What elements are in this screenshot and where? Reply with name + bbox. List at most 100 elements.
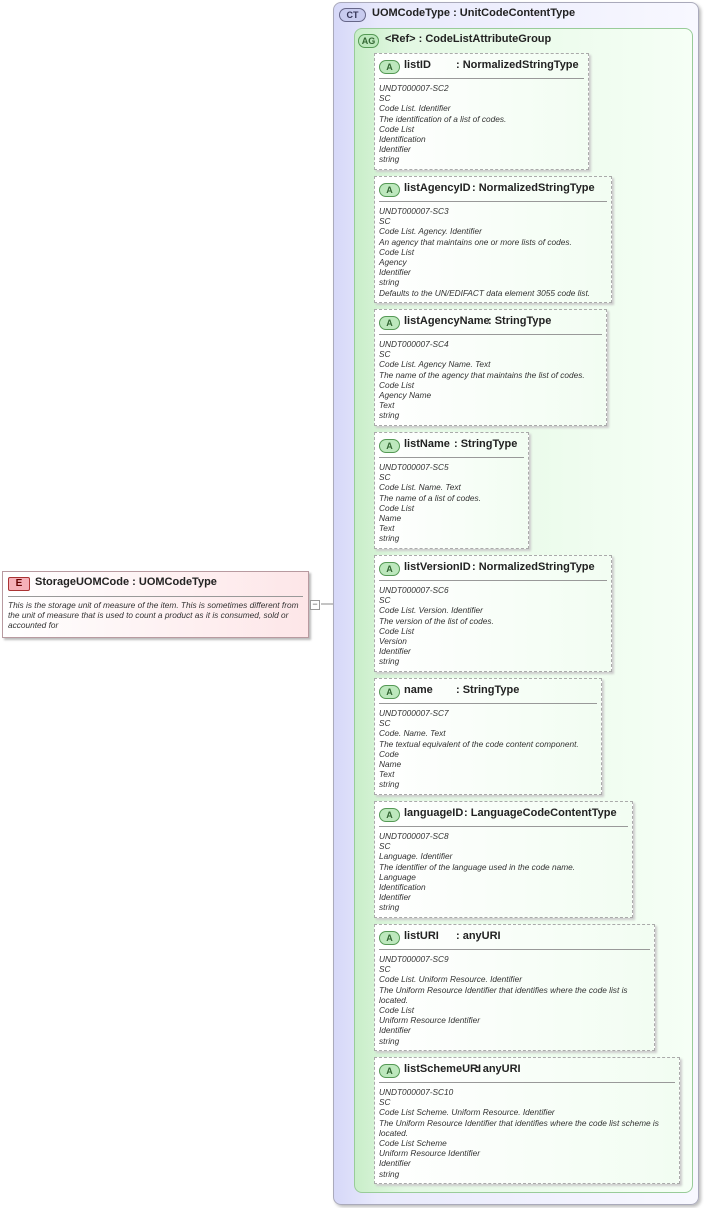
attribute-detail-line: Code List. Agency Name. Text xyxy=(379,359,491,370)
element-badge: E xyxy=(8,577,30,591)
attribute-detail-line: string xyxy=(379,779,400,790)
attribute-divider xyxy=(379,78,584,79)
attribute-detail-line: Code List xyxy=(379,625,415,636)
attribute-type: : StringType xyxy=(488,315,552,327)
attribute-divider xyxy=(379,826,628,827)
attribute-detail-line: Identifier xyxy=(379,1158,411,1169)
attribute-detail-line: Identifier xyxy=(379,646,411,657)
attribute-detail-line: The textual equivalent of the code conte… xyxy=(379,738,579,749)
attribute-name: name xyxy=(404,684,433,696)
attribute-detail-line: Code List. Identifier xyxy=(379,103,451,114)
attribute-detail-line: Identifier xyxy=(379,144,411,155)
attribute-type: : NormalizedStringType xyxy=(472,182,595,194)
complex-type-title: UOMCodeType : UnitCodeContentType xyxy=(372,7,576,19)
attribute-detail-line: Code List xyxy=(379,246,415,257)
attribute-detail-line: Agency Name xyxy=(379,390,432,401)
attribute-group-title: <Ref> : CodeListAttributeGroup xyxy=(385,33,552,45)
attribute-detail-line: Uniform Resource Identifier xyxy=(379,1015,480,1026)
attribute-detail-line: Identification xyxy=(379,134,426,145)
attribute-detail-line: The name of a list of codes. xyxy=(379,492,481,503)
attribute-type: : anyURI xyxy=(476,1063,521,1075)
attribute-detail-line: Identification xyxy=(379,882,426,893)
attribute-name: listSchemeURI xyxy=(404,1063,482,1075)
attribute-detail-line: Code List xyxy=(379,123,415,134)
attribute-badge: A xyxy=(379,562,400,576)
attribute-detail-line: Code List. Uniform Resource. Identifier xyxy=(379,974,522,985)
attribute-detail-line: UNDT000007-SC9 xyxy=(379,954,449,964)
attribute-detail-line: Code List xyxy=(379,1005,415,1016)
attribute-detail-line: Text xyxy=(379,769,395,780)
attribute-detail-line: string xyxy=(379,1035,400,1046)
attribute-detail-line: Code List. Agency. Identifier xyxy=(379,226,482,237)
attribute-badge: A xyxy=(379,685,400,699)
attribute-badge: A xyxy=(379,60,400,74)
element-documentation: This is the storage unit of measure of t… xyxy=(8,600,299,630)
attribute-detail-line: The Uniform Resource Identifier that ide… xyxy=(379,984,628,1005)
attribute-badge: A xyxy=(379,439,400,453)
attribute-name: listAgencyID xyxy=(404,182,471,194)
attribute-detail-line: SC xyxy=(379,841,391,852)
element-storageuomcode[interactable]: E StorageUOMCode : UOMCodeType This is t… xyxy=(2,571,320,638)
attribute-type: : StringType xyxy=(454,438,518,450)
collapse-toggle[interactable]: − xyxy=(310,600,320,610)
attribute-name: listURI xyxy=(404,930,439,942)
attribute-detail-line: Text xyxy=(379,400,395,411)
attribute-detail-line: Defaults to the UN/EDIFACT data element … xyxy=(379,287,591,298)
attribute-detail-line: string xyxy=(379,656,400,667)
attribute-detail-line: Language xyxy=(379,871,416,882)
attribute-detail-line: Identifier xyxy=(379,1025,411,1036)
attribute-type: : anyURI xyxy=(456,930,501,942)
attribute-divider xyxy=(379,703,597,704)
attribute-badge: A xyxy=(379,183,400,197)
attribute-detail-line: UNDT000007-SC10 xyxy=(379,1087,454,1097)
attribute-detail-line: SC xyxy=(379,595,391,606)
attribute-name: listVersionID xyxy=(404,561,471,573)
attribute-detail-line: SC xyxy=(379,93,391,104)
attribute-detail-line: SC xyxy=(379,349,391,360)
attribute-divider xyxy=(379,949,650,950)
attribute-detail-line: string xyxy=(379,154,400,165)
attribute-divider xyxy=(379,457,524,458)
attribute-detail-line: Code List. Version. Identifier xyxy=(379,605,483,616)
attribute-detail-line: Code. Name. Text xyxy=(379,728,446,739)
attribute-divider xyxy=(379,1082,675,1083)
attribute-detail-line: Code xyxy=(379,748,399,759)
attribute-detail-line: string xyxy=(379,533,400,544)
attribute-detail-line: UNDT000007-SC7 xyxy=(379,708,449,718)
attribute-detail-line: The identification of a list of codes. xyxy=(379,113,507,124)
attribute-detail-line: UNDT000007-SC6 xyxy=(379,585,449,595)
attribute-badge: A xyxy=(379,1064,400,1078)
attribute-detail-line: Identifier xyxy=(379,267,411,278)
attribute-name: listAgencyName xyxy=(404,315,490,327)
attribute-detail-line: Code List. Name. Text xyxy=(379,482,461,493)
attribute-detail-line: Code List xyxy=(379,379,415,390)
attribute-badge: A xyxy=(379,316,400,330)
attribute-type: : NormalizedStringType xyxy=(456,59,579,71)
attribute-detail-line: UNDT000007-SC2 xyxy=(379,83,449,93)
attribute-detail-line: Language. Identifier xyxy=(379,851,453,862)
attribute-detail-line: Text xyxy=(379,523,395,534)
attribute-detail-line: Name xyxy=(379,513,402,524)
attribute-detail-line: The name of the agency that maintains th… xyxy=(379,369,585,380)
attribute-name: languageID xyxy=(404,807,464,819)
attribute-divider xyxy=(379,201,607,202)
attribute-detail-line: string xyxy=(379,277,400,288)
attribute-detail-line: SC xyxy=(379,964,391,975)
attribute-detail-line: string xyxy=(379,902,400,913)
attribute-detail-line: The identifier of the language used in t… xyxy=(379,861,576,872)
element-title: StorageUOMCode : UOMCodeType xyxy=(35,576,217,588)
